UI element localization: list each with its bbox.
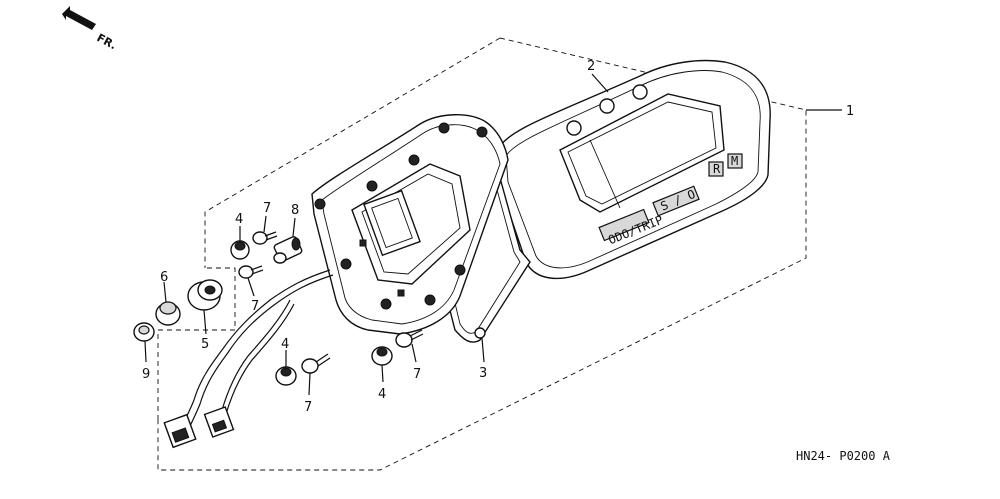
leader-6: [163, 281, 167, 303]
diagram-code: HN24- P0200 A: [796, 449, 891, 463]
assembly-outline-left: [204, 37, 501, 268]
callout-7d: 7: [413, 367, 421, 382]
callout-3: 3: [479, 366, 487, 381]
callout-8: 9: [142, 367, 150, 382]
rubber-mount-a: [230, 240, 250, 260]
leader-2: [591, 73, 609, 93]
callout-5: 5: [201, 337, 209, 352]
leader-3: [481, 337, 485, 363]
front-label: FR.: [95, 31, 119, 52]
callout-7c: 7: [304, 400, 312, 415]
callout-6: 6: [160, 270, 168, 285]
svg-text:M: M: [731, 154, 738, 168]
screw-a: [252, 231, 278, 245]
wiring-harness: [163, 269, 334, 449]
screw-d: [395, 329, 424, 348]
leader-9: [292, 217, 296, 237]
screw-b: [238, 265, 264, 279]
callout-9: 8: [291, 203, 299, 218]
callout-1: 1: [846, 104, 854, 119]
leader-5: [203, 309, 207, 335]
sub-outline: [157, 267, 236, 420]
nut: [133, 322, 155, 342]
meter-housing: [311, 114, 509, 335]
callout-7a: 7: [263, 201, 271, 216]
leader-7d: [411, 343, 417, 363]
collar: [155, 301, 181, 326]
grommet: [187, 279, 223, 311]
callout-4a: 4: [235, 212, 243, 227]
rubber-mount-c: [371, 346, 393, 366]
leader-7a: [263, 215, 267, 233]
front-arrow-icon: [62, 6, 96, 30]
screw-c: [301, 353, 331, 374]
leader-7c: [308, 372, 311, 396]
callout-7b: 7: [251, 299, 259, 314]
mode-button: M: [727, 153, 743, 169]
bulb-socket: [273, 236, 303, 264]
leader-8: [144, 340, 147, 363]
meter-cover: ODO/TRIP S / O R M: [497, 59, 771, 280]
leader-4c: [381, 364, 384, 383]
leader-7b: [247, 277, 255, 297]
svg-text:R: R: [713, 162, 721, 176]
callout-2: 2: [587, 59, 595, 74]
reset-button: R: [708, 161, 724, 177]
front-direction-indicator: FR.: [62, 6, 119, 52]
callout-4c: 4: [378, 387, 386, 402]
callout-4b: 4: [281, 337, 289, 352]
rubber-mount-b: [275, 366, 297, 386]
